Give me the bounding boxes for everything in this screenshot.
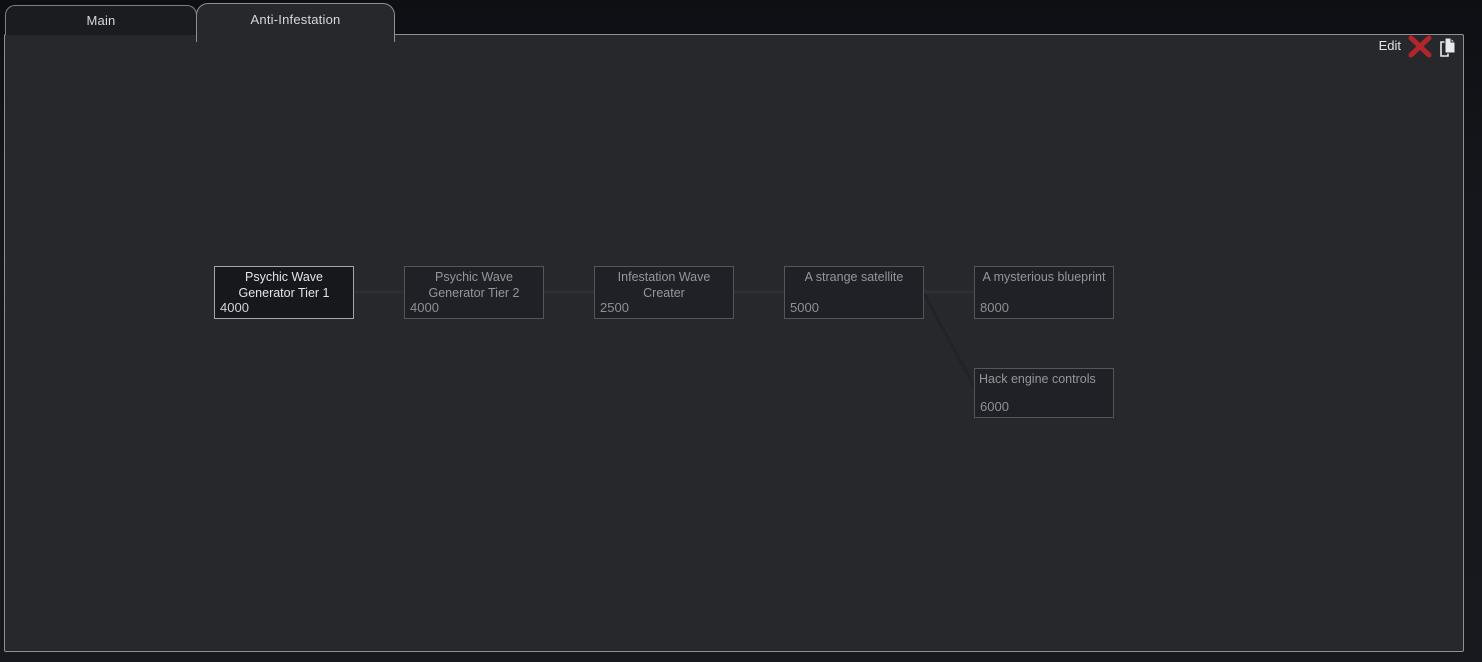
tech-node-title: Infestation Wave Creater [617,270,711,300]
tech-node-cost: 6000 [980,399,1009,414]
tech-node-title: Hack engine controls [979,372,1096,386]
red-x-delete-icon[interactable] [1407,35,1433,58]
tech-node-psychic-wave-generator-tier-2[interactable]: Psychic Wave Generator Tier 2 4000 [404,266,544,319]
tech-node-a-mysterious-blueprint[interactable]: A mysterious blueprint 8000 [974,266,1114,319]
tech-node-cost: 4000 [410,300,439,315]
tech-tree-panel [4,34,1464,652]
tech-node-cost: 5000 [790,300,819,315]
tech-node-title: A mysterious blueprint [982,270,1106,284]
edit-label: Edit [1378,38,1401,53]
tech-node-a-strange-satellite[interactable]: A strange satellite 5000 [784,266,924,319]
tech-node-infestation-wave-creater[interactable]: Infestation Wave Creater 2500 [594,266,734,319]
tech-node-cost: 8000 [980,300,1009,315]
tech-node-hack-engine-controls[interactable]: Hack engine controls 6000 [974,368,1114,418]
edit-toolbar: Edit [1379,35,1457,58]
copy-pages-icon[interactable] [1439,36,1457,58]
tab-main[interactable]: Main [5,5,197,35]
tech-node-title: Psychic Wave Generator Tier 2 [428,270,520,300]
tech-node-cost: 4000 [220,300,249,315]
tab-anti-infestation-label: Anti-Infestation [250,12,341,27]
tech-node-title: A strange satellite [804,270,904,284]
tech-node-title: Psychic Wave Generator Tier 1 [238,270,330,300]
tab-main-label: Main [86,13,116,28]
tab-anti-infestation[interactable]: Anti-Infestation [196,3,395,42]
tech-node-psychic-wave-generator-tier-1[interactable]: Psychic Wave Generator Tier 1 4000 [214,266,354,319]
tech-node-cost: 2500 [600,300,629,315]
